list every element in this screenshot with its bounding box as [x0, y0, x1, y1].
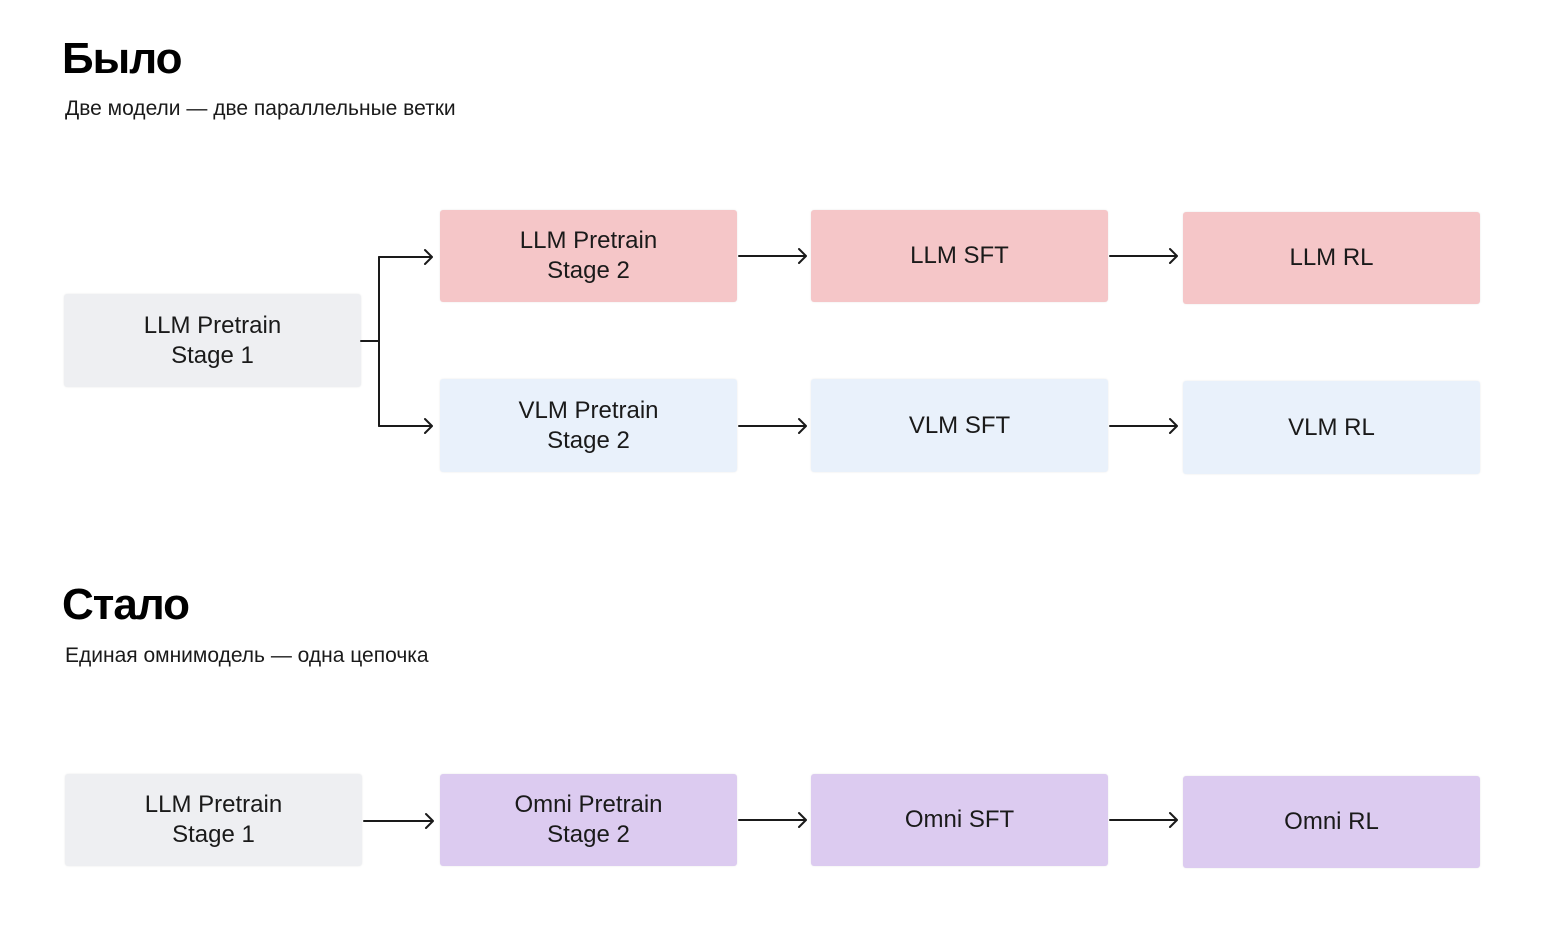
- vlm-sft-label: VLM SFT: [908, 411, 1011, 439]
- arrow-to-vlm-rl: [1109, 418, 1178, 434]
- llm-rl-box: LLM RL: [1183, 212, 1480, 304]
- omni-sft-box: Omni SFT: [811, 774, 1108, 866]
- after-stage1-box: LLM Pretrain Stage 1: [65, 774, 362, 866]
- vlm-rl-box: VLM RL: [1183, 381, 1480, 474]
- before-stage1-label: LLM Pretrain Stage 1: [143, 311, 282, 369]
- omni-pretrain-stage2-label: Omni Pretrain Stage 2: [514, 791, 663, 848]
- after-stage1-label: LLM Pretrain Stage 1: [144, 791, 283, 848]
- arrow-group: [360, 248, 1178, 829]
- arrow-to-vlm-pretrain-stage2: [378, 418, 433, 434]
- arrow-to-llm-pretrain-stage2: [378, 249, 433, 265]
- llm-pretrain-stage2-box: LLM Pretrain Stage 2: [440, 210, 737, 302]
- omni-pretrain-stage2-box: Omni Pretrain Stage 2: [440, 774, 737, 866]
- before-title: Было: [62, 34, 182, 83]
- vlm-sft-box: VLM SFT: [811, 379, 1108, 472]
- after-subtitle: Единая омнимодель — одна цепочка: [65, 644, 429, 667]
- omni-sft-label: Omni SFT: [904, 806, 1015, 833]
- vlm-pretrain-stage2-box: VLM Pretrain Stage 2: [440, 379, 737, 472]
- arrow-to-llm-sft: [738, 248, 807, 264]
- omni-rl-box: Omni RL: [1183, 776, 1480, 868]
- vlm-rl-label: VLM RL: [1288, 413, 1375, 441]
- llm-pretrain-stage2-label: LLM Pretrain Stage 2: [519, 227, 658, 284]
- arrow-to-llm-rl: [1109, 248, 1178, 264]
- before-stage1-box: LLM Pretrain Stage 1: [64, 294, 361, 387]
- omni-rl-label: Omni RL: [1284, 808, 1379, 835]
- llm-sft-box: LLM SFT: [811, 210, 1108, 302]
- arrow-to-omni-sft: [738, 812, 807, 828]
- fork-connector: [360, 256, 380, 427]
- after-title: Стало: [62, 580, 190, 629]
- llm-rl-label: LLM RL: [1289, 244, 1374, 271]
- arrow-to-vlm-sft: [738, 418, 807, 434]
- llm-sft-label: LLM SFT: [910, 242, 1009, 269]
- vlm-pretrain-stage2-label: VLM Pretrain Stage 2: [518, 396, 659, 454]
- before-subtitle: Две модели — две параллельные ветки: [65, 97, 456, 120]
- arrow-to-omni-pretrain-stage2: [363, 813, 434, 829]
- arrow-to-omni-rl: [1109, 812, 1178, 828]
